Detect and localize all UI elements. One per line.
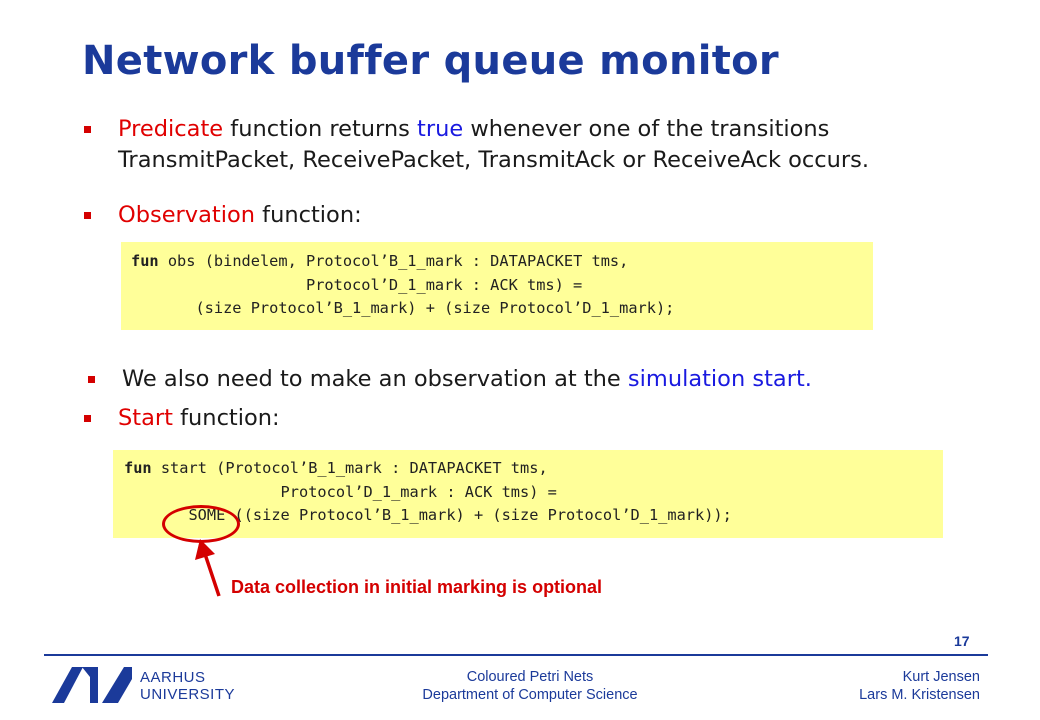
also-text: We also need to make an observation at t… (122, 366, 628, 392)
footer-divider (44, 654, 988, 656)
university-name-line2: UNIVERSITY (140, 686, 236, 703)
predicate-text-line2: TransmitPacket, ReceivePacket, TransmitA… (118, 147, 870, 173)
university-name-line1: AARHUS (140, 669, 206, 686)
aarhus-university-logo-icon (52, 667, 132, 703)
start-text: function: (172, 405, 280, 431)
page-number: 17 (954, 633, 970, 649)
footer-department: Department of Computer Science (422, 687, 638, 703)
code-line: obs (bindelem, Protocol’B_1_mark : DATAP… (158, 252, 629, 270)
footer-course: Coloured Petri Nets (466, 669, 594, 685)
code-line: start (Protocol’B_1_mark : DATAPACKET tm… (151, 459, 548, 477)
bullet-predicate: Predicate function returns true whenever… (84, 114, 869, 176)
footer-course-info: Coloured Petri Nets Department of Comput… (360, 668, 700, 704)
observation-keyword: Observation (118, 202, 256, 228)
code-line: (size Protocol’B_1_mark) + (size Protoco… (131, 299, 675, 317)
bullet-marker (84, 212, 91, 219)
code-block-obs: fun obs (bindelem, Protocol’B_1_mark : D… (121, 242, 873, 330)
start-keyword: Start (118, 405, 173, 431)
page-title: Network buffer queue monitor (82, 38, 779, 84)
annotation-text: Data collection in initial marking is op… (231, 577, 603, 597)
predicate-keyword: Predicate (118, 116, 224, 142)
bullet-marker (84, 126, 91, 133)
code-block-start: fun start (Protocol’B_1_mark : DATAPACKE… (113, 450, 943, 538)
footer-author-1: Kurt Jensen (902, 669, 980, 685)
bullet-marker (88, 376, 95, 383)
annotation-arrow-icon (195, 539, 221, 597)
university-name: AARHUS UNIVERSITY (140, 669, 235, 703)
footer-authors: Kurt Jensen Lars M. Kristensen (859, 668, 980, 704)
code-line: Protocol’D_1_mark : ACK tms) = (124, 482, 557, 501)
bullet-start: Start function: (84, 403, 280, 434)
bullet-marker (84, 415, 91, 422)
code-keyword: fun (124, 459, 152, 477)
code-line: Protocol’D_1_mark : ACK tms) = (131, 275, 583, 294)
predicate-text-2: whenever one of the transitions (463, 116, 830, 142)
simulation-start-highlight: simulation start. (627, 366, 812, 392)
observation-text: function: (255, 202, 362, 228)
footer-author-2: Lars M. Kristensen (859, 687, 980, 703)
predicate-true-word: true (417, 116, 464, 142)
predicate-text-1: function returns (223, 116, 418, 142)
code-keyword: fun (131, 252, 159, 270)
bullet-simulation-start: We also need to make an observation at t… (88, 364, 812, 395)
bullet-observation: Observation function: (84, 200, 362, 231)
